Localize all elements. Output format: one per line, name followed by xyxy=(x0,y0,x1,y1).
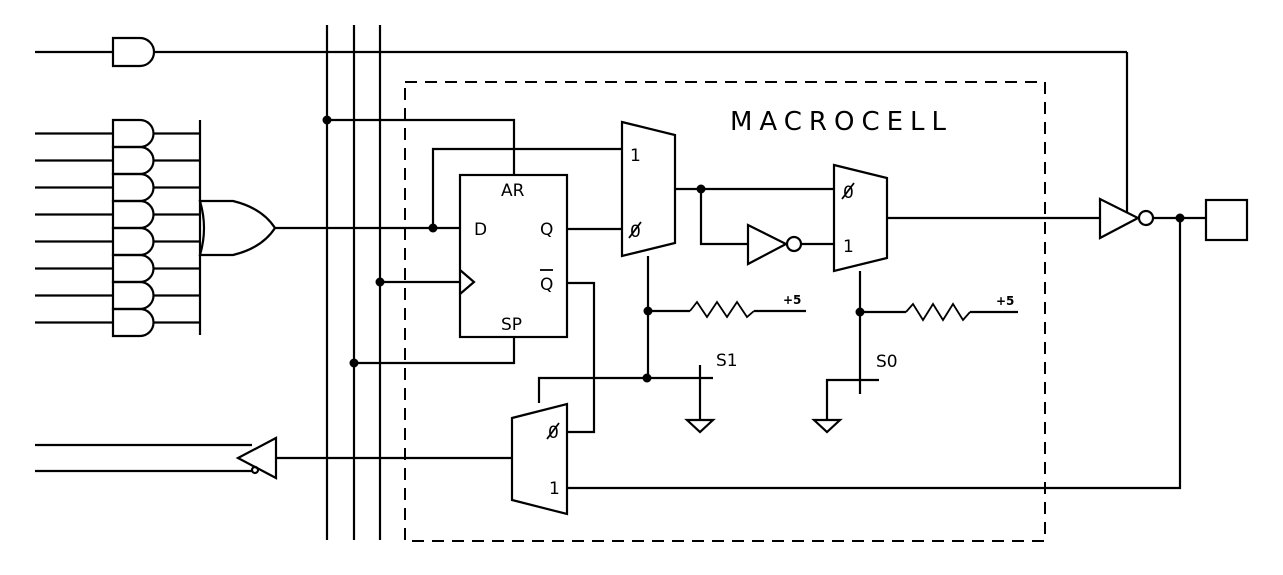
s1-label: S1 xyxy=(716,351,738,371)
inversion-bubble-icon xyxy=(250,465,260,475)
inversion-bubble-icon xyxy=(785,235,803,253)
mux2-in0-label: 0 xyxy=(843,183,854,203)
mux3-in0-label: 0 xyxy=(548,423,559,443)
pullup-voltage-label-2: +5 xyxy=(996,294,1014,308)
io-pin xyxy=(1204,198,1249,242)
ar-label: AR xyxy=(501,181,525,201)
pullup-resistor-icon xyxy=(905,302,971,322)
and-gate-icon xyxy=(111,145,155,176)
and-gate-icon xyxy=(111,118,155,149)
or-gate-icon xyxy=(198,199,277,257)
macrocell-boundary xyxy=(404,81,1046,542)
and-gate-icon xyxy=(111,307,155,338)
and-gate-icon xyxy=(111,280,155,311)
and-gate-icon xyxy=(111,253,155,284)
d-flip-flop: AR D Q Q SP xyxy=(458,173,569,339)
and-gate-icon xyxy=(111,36,156,68)
mux1-in0-label: 0 xyxy=(630,222,641,242)
pullup-voltage-label: +5 xyxy=(783,293,801,307)
output-enable-term xyxy=(35,36,1129,213)
interconnect-bus xyxy=(325,25,382,540)
mux-output-polarity: 0 1 xyxy=(832,163,889,273)
qbar-label: Q xyxy=(540,275,553,295)
d-label: D xyxy=(474,220,487,240)
sp-label: SP xyxy=(501,315,522,335)
mux1-in1-label: 1 xyxy=(630,146,641,166)
mux3-in1-label: 1 xyxy=(549,479,560,499)
s0-label: S0 xyxy=(876,352,898,372)
inverter-icon xyxy=(746,223,789,266)
ground-icon xyxy=(811,418,843,434)
clock-icon xyxy=(459,269,476,295)
mux-feedback: 0 1 xyxy=(510,402,569,516)
q-label: Q xyxy=(540,220,553,240)
and-gate-icon xyxy=(111,226,155,257)
mux-register-bypass: 1 0 xyxy=(620,120,677,258)
inversion-bubble-icon xyxy=(1137,209,1155,227)
and-gate-icon xyxy=(111,199,155,230)
ground-icon xyxy=(684,418,716,434)
product-term-array xyxy=(35,118,200,338)
and-gate-icon xyxy=(111,172,155,203)
pullup-resistor-icon xyxy=(689,300,755,319)
buffer-icon xyxy=(1098,197,1141,240)
polarity-inverter xyxy=(746,223,803,266)
or-gate xyxy=(198,120,460,335)
mux2-in1-label: 1 xyxy=(843,237,854,257)
macrocell-title: MACROCELL xyxy=(730,107,953,137)
